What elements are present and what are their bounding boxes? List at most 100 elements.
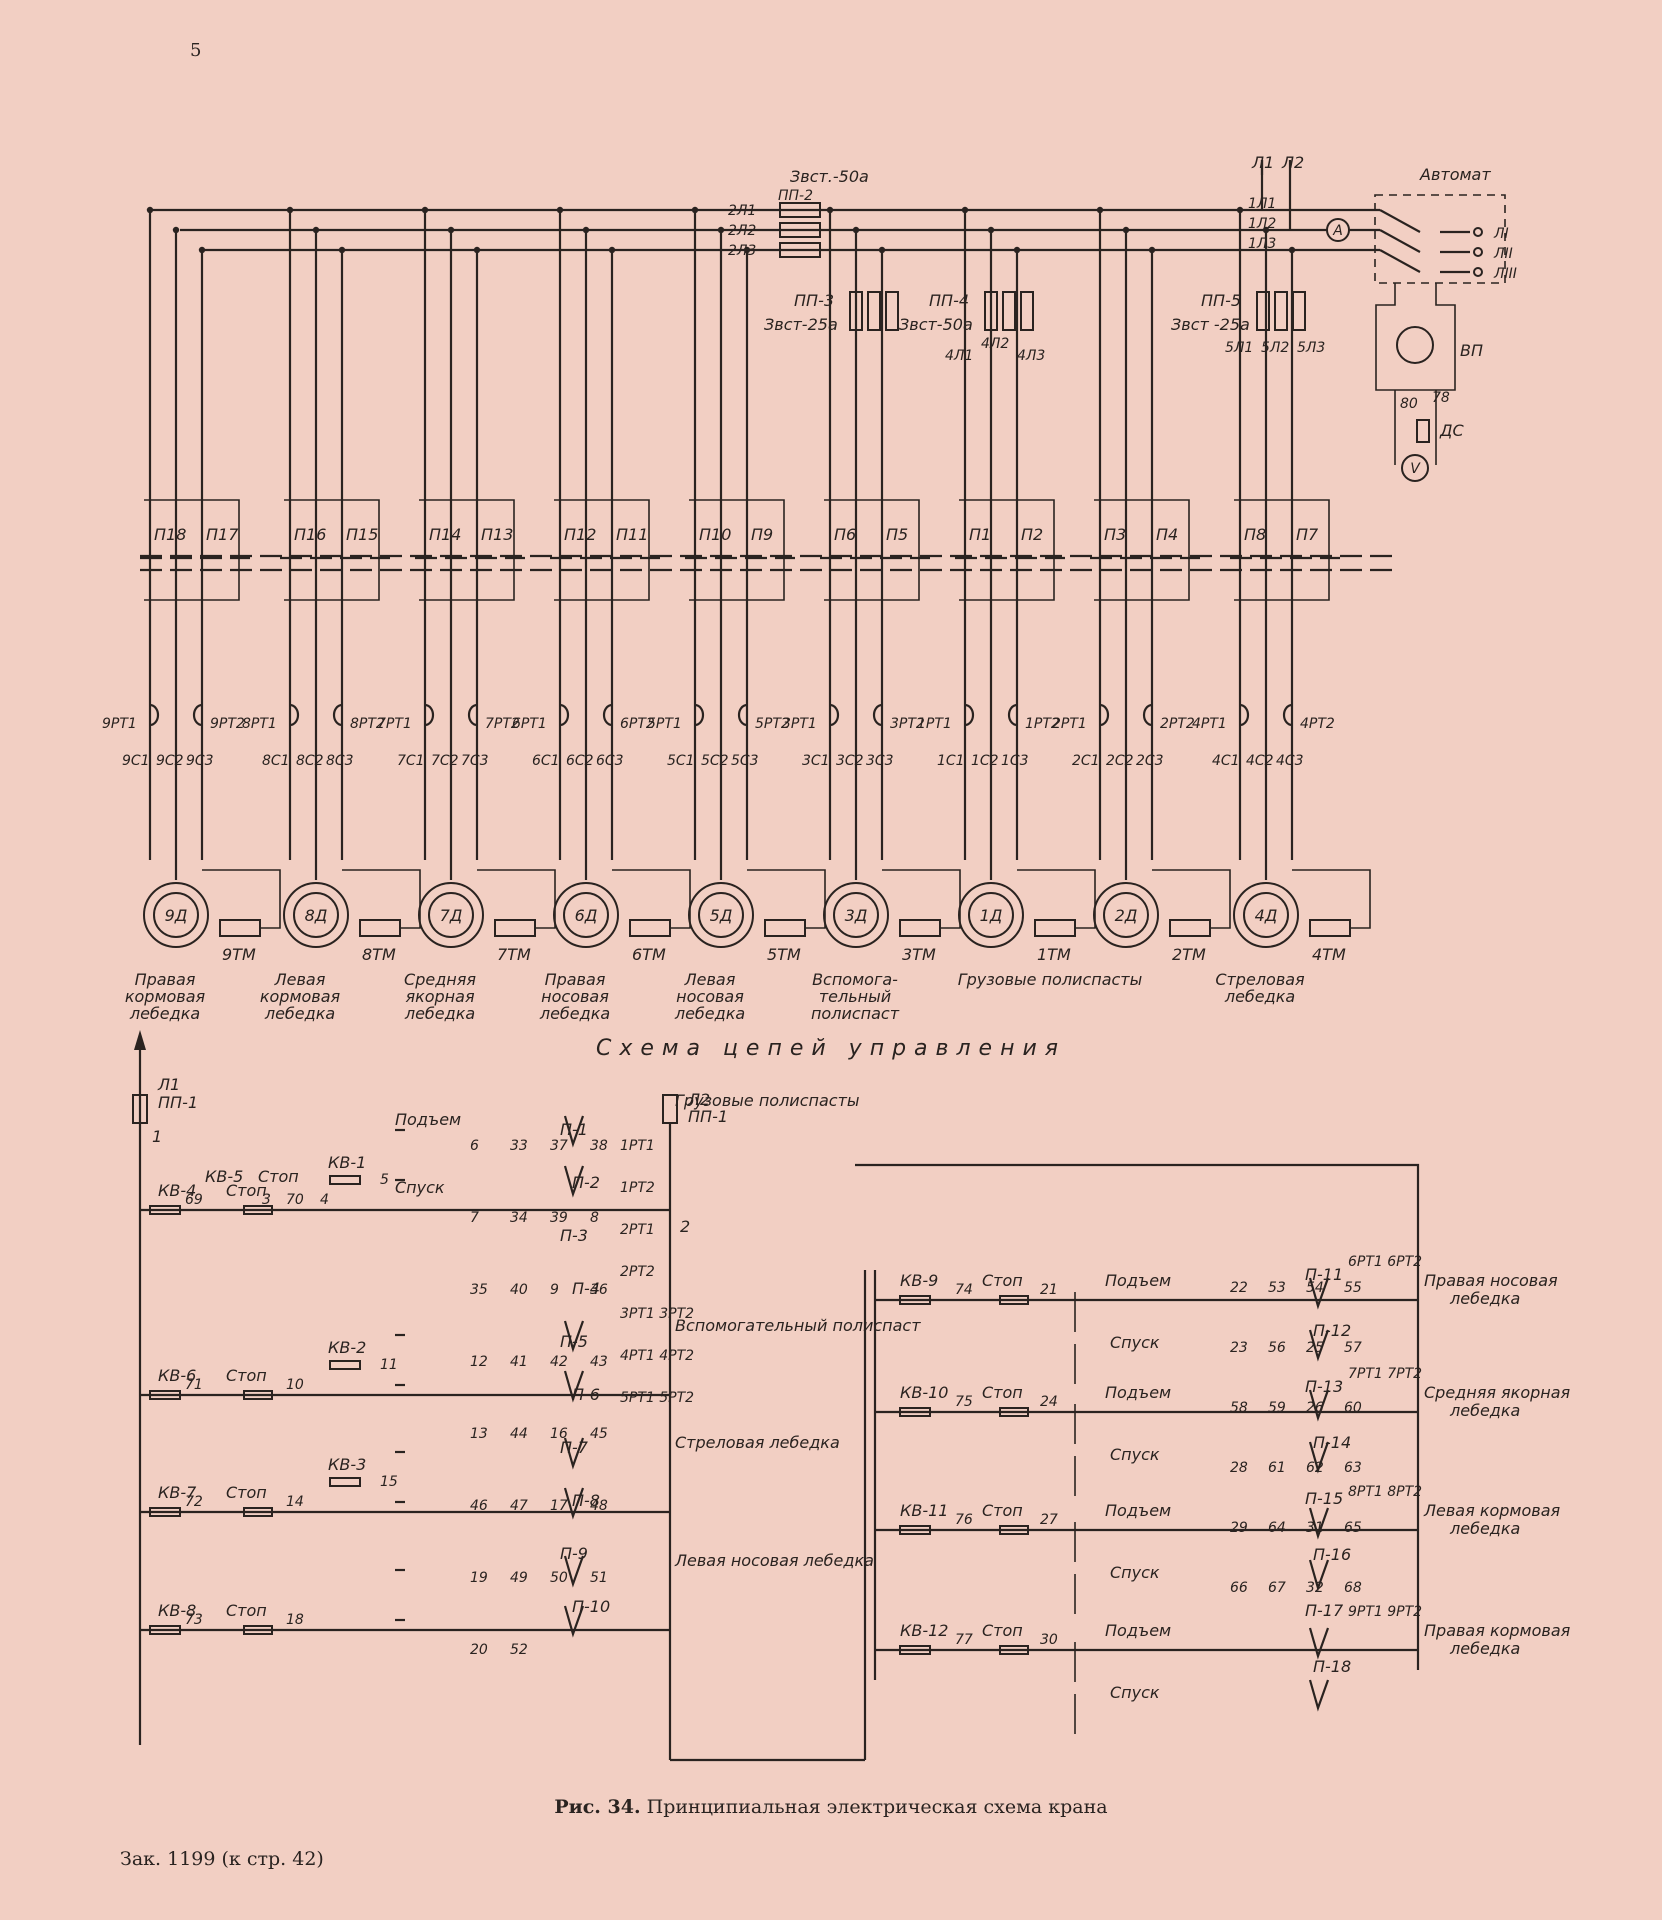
junction-dot — [1148, 246, 1156, 254]
label-КВ-12: КВ-12 — [900, 1621, 948, 1640]
relay-contact-1: 1PT1 — [620, 1138, 655, 1154]
brake-magnet-9TM — [219, 919, 261, 937]
label-КВ-8: КВ-8 — [158, 1601, 196, 1620]
motor-inner-2Д — [1103, 892, 1149, 938]
junction-dot — [146, 206, 154, 214]
terminal-8C1: 8C1 — [262, 753, 290, 769]
contactor-П12: П12 — [564, 525, 596, 544]
group-caption-5-1: Левая — [684, 970, 736, 989]
phase-4Л3: 4Л3 — [1017, 348, 1045, 364]
terminal-8C3: 8C3 — [326, 753, 354, 769]
node-75: 75 — [955, 1394, 973, 1410]
terminal-2C3: 2C3 — [1136, 753, 1164, 769]
brake-wire — [1017, 869, 1096, 929]
contactor-П15: П15 — [346, 525, 378, 544]
contactor-П7: П7 — [1296, 525, 1319, 544]
node-num-43: 43 — [590, 1354, 608, 1370]
ds-resistor — [1416, 419, 1430, 443]
group-2: Вспомогательный полиспаст — [675, 1316, 921, 1335]
relay-8PT1 — [289, 703, 300, 727]
relay-8PT2 — [332, 703, 343, 727]
relay-contact-2: 1PT2 — [620, 1180, 655, 1196]
node-76: 76 — [955, 1512, 973, 1528]
node-num-r-22: 22 — [1230, 1280, 1248, 1296]
coil-label-П-9: П-9 — [560, 1544, 588, 1563]
relay-label-1PT2: 1PT2 — [1025, 716, 1060, 732]
node-num-45: 45 — [590, 1426, 608, 1442]
label-КВ-9: КВ-9 — [900, 1271, 938, 1290]
contactor-П16: П16 — [294, 525, 326, 544]
ds-label: ДС — [1439, 421, 1465, 440]
node-num-r-29: 29 — [1230, 1520, 1248, 1536]
label-КВ-1: КВ-1 — [328, 1153, 366, 1172]
terminal-9C1: 9C1 — [122, 753, 150, 769]
node-num-r-59: 59 — [1268, 1400, 1286, 1416]
rail-pp1-label-2: ПП-1 — [688, 1107, 728, 1126]
node-num-34: 34 — [510, 1210, 528, 1226]
node-14: 14 — [286, 1494, 304, 1510]
button-label-2: Спуск — [395, 1178, 445, 1197]
label-КВ-11: КВ-11 — [900, 1501, 948, 1520]
fuse-pp4-rating: Звст-50а — [899, 315, 973, 334]
node-73: 73 — [185, 1612, 203, 1628]
junction-dot — [582, 226, 590, 234]
brake-wire — [1152, 869, 1231, 929]
stop-button-3 — [243, 1507, 273, 1517]
node-num-r-65: 65 — [1344, 1520, 1362, 1536]
group-4: Левая носовая лебедка — [674, 1551, 874, 1570]
group-caption-6-2: тельный — [819, 987, 891, 1006]
terminal-2C2: 2C2 — [1106, 753, 1134, 769]
junction-dot — [1262, 226, 1270, 234]
motor-inner-7Д — [428, 892, 474, 938]
contactor-П11: П11 — [616, 525, 648, 544]
contactor-П14: П14 — [429, 525, 461, 544]
relay-5PT2 — [737, 703, 748, 727]
brake-label-6TM: 6TM — [632, 945, 666, 964]
order-footer: Зак. 1199 (к стр. 42) — [120, 1848, 324, 1870]
group-caption-2-1: Левая — [274, 970, 326, 989]
limit-switch-КВ-4 — [149, 1205, 181, 1215]
brake-magnet-7TM — [494, 919, 536, 937]
node-num-r-56: 56 — [1268, 1340, 1286, 1356]
node-num-9: 9 — [550, 1282, 559, 1298]
relay-5PT1 — [694, 703, 705, 727]
contactor-frame-8Д — [284, 499, 380, 601]
output-2: ЛII — [1493, 246, 1513, 262]
feed-l2-label: Л2 — [1281, 153, 1304, 172]
group-caption-5-2: носовая — [676, 987, 744, 1006]
brake-wire — [1292, 869, 1371, 929]
right-button-down-4: Спуск — [1110, 1683, 1160, 1702]
fuse-pp5-rating: Звст -25а — [1171, 315, 1250, 334]
brake-label-3TM: 3TM — [902, 945, 936, 964]
brake-wire — [747, 869, 826, 929]
relay-contact-6: 4PT1 4PT2 — [620, 1348, 694, 1364]
fuse-pp3-label: ПП-3 — [794, 291, 834, 310]
limit-switch-КВ-6 — [149, 1390, 181, 1400]
phase-label-1Л3: 1Л3 — [1248, 236, 1276, 252]
terminal-9C3: 9C3 — [186, 753, 214, 769]
rail-l1-label: Л1 — [157, 1075, 180, 1094]
junction-dot — [556, 206, 564, 214]
label-КВ-10: КВ-10 — [900, 1383, 948, 1402]
terminal-8C2: 8C2 — [296, 753, 324, 769]
limit-switch-КВ-3 — [329, 1477, 361, 1487]
motor-5Д — [688, 882, 754, 948]
node-num-12: 12 — [470, 1354, 488, 1370]
breaker-enclosure — [1374, 194, 1506, 284]
figure-caption: Рис. 34. Принципиальная электрическая сх… — [0, 1796, 1662, 1818]
junction-dot — [987, 226, 995, 234]
node-num-r-60: 60 — [1344, 1400, 1362, 1416]
group-caption-4-3: лебедка — [539, 1004, 610, 1023]
node-num-19: 19 — [470, 1570, 488, 1586]
node-5: 5 — [380, 1172, 389, 1188]
stop-label-r-3: Стоп — [982, 1501, 1023, 1520]
terminal-5C1: 5C1 — [667, 753, 695, 769]
contactor-frame-7Д — [419, 499, 515, 601]
fuse-pp3-rating: Звст-25а — [764, 315, 838, 334]
relay-label-2PT1: 2PT1 — [1052, 716, 1087, 732]
stop-button-r-1 — [999, 1295, 1029, 1305]
relay-coil — [563, 1115, 585, 1148]
fuse-pp5-2 — [1274, 291, 1288, 331]
contactor-П9: П9 — [751, 525, 773, 544]
